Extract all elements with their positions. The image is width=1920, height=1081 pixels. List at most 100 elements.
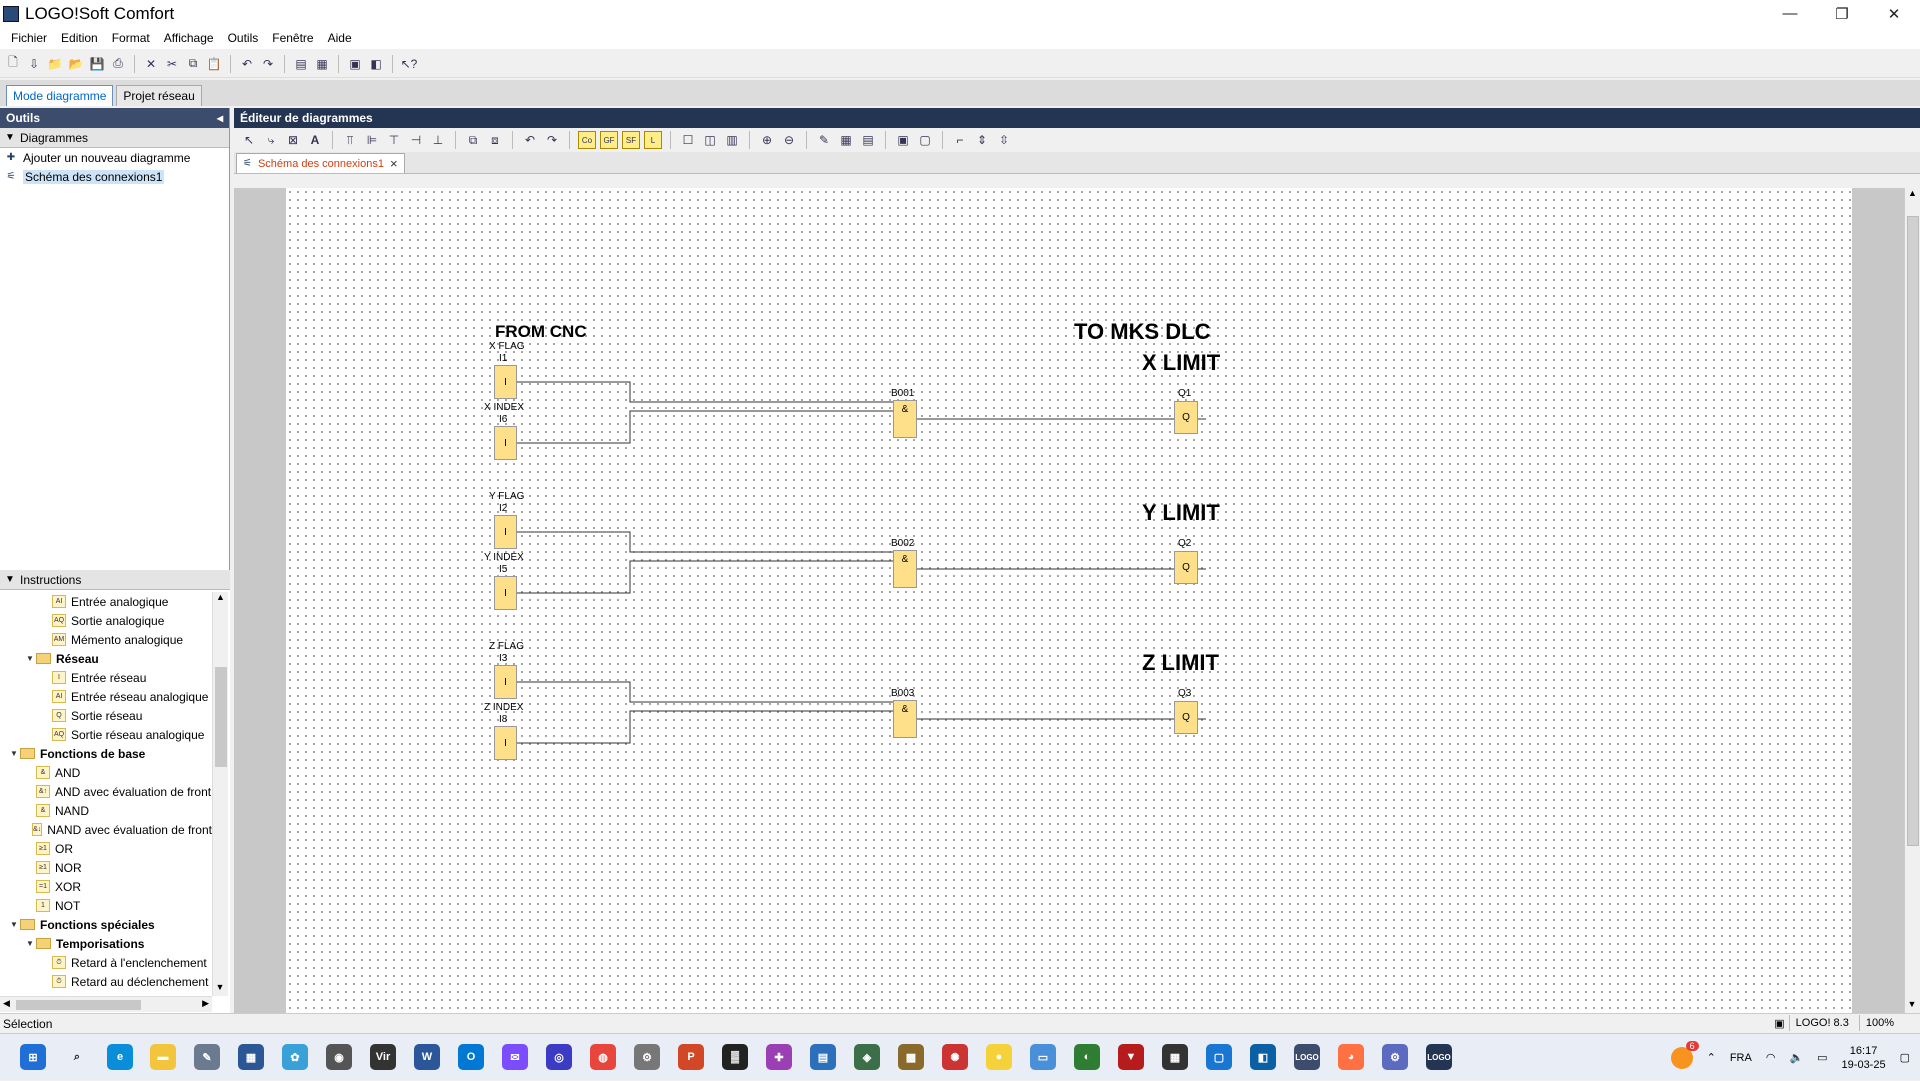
diagrams-section-header[interactable]: ▼ Diagrammes: [0, 128, 229, 148]
wire[interactable]: [517, 710, 893, 744]
redo-icon[interactable]: ↷: [546, 133, 558, 147]
scrollbar-thumb[interactable]: [16, 1000, 141, 1010]
tree-folder[interactable]: ▼Réseau: [0, 649, 212, 668]
align-top-icon[interactable]: ⫪: [346, 132, 354, 147]
instructions-vertical-scrollbar[interactable]: ▲ ▼: [212, 592, 228, 996]
app-icon[interactable]: ◧: [1250, 1044, 1276, 1070]
close-tab-icon[interactable]: ×: [389, 156, 398, 171]
file-explorer-icon[interactable]: ▬: [150, 1044, 176, 1070]
collapse-panel-icon[interactable]: ◂: [216, 111, 223, 125]
input-block[interactable]: I: [494, 515, 517, 549]
expand-arrow-icon[interactable]: ▼: [26, 939, 34, 948]
wire[interactable]: [517, 560, 893, 594]
constants-co-icon[interactable]: Co: [578, 131, 596, 149]
app-icon[interactable]: ▦: [1162, 1044, 1188, 1070]
zoom-out-icon[interactable]: ⊖: [783, 133, 795, 147]
app-icon[interactable]: ✚: [766, 1044, 792, 1070]
connect-tool-icon[interactable]: ⤷: [267, 132, 275, 147]
single-view-icon[interactable]: ☐: [682, 133, 694, 147]
tree-folder[interactable]: ▼Temporisations: [0, 934, 212, 953]
wire[interactable]: [517, 681, 893, 703]
minimize-button[interactable]: —: [1782, 5, 1798, 22]
help-icon[interactable]: ↖?: [400, 56, 418, 71]
expand-arrow-icon[interactable]: ▼: [26, 654, 34, 663]
online-test-icon[interactable]: ▣: [349, 56, 361, 71]
app-icon[interactable]: ▤: [810, 1044, 836, 1070]
input-block[interactable]: I: [494, 665, 517, 699]
basic-functions-gf-icon[interactable]: GF: [600, 131, 618, 149]
align-middle-icon[interactable]: ⊣: [410, 133, 422, 147]
tab-schema-des-connexions1[interactable]: ⚟ Schéma des connexions1 ×: [236, 153, 405, 173]
copy-icon[interactable]: ⧉: [188, 56, 198, 70]
app-icon[interactable]: ▭: [1030, 1044, 1056, 1070]
camera-icon[interactable]: ◉: [326, 1044, 352, 1070]
scroll-up-icon[interactable]: ▲: [216, 592, 225, 602]
output-block[interactable]: Q: [1174, 401, 1198, 434]
input-block[interactable]: I: [494, 426, 517, 460]
tree-folder[interactable]: ▼Fonctions de base: [0, 744, 212, 763]
app-icon[interactable]: ✎: [194, 1044, 220, 1070]
wire[interactable]: [517, 381, 893, 403]
print-icon[interactable]: ⎙: [113, 56, 123, 70]
wifi-icon[interactable]: ◠: [1765, 1052, 1776, 1064]
language-indicator[interactable]: FRA: [1729, 1051, 1752, 1064]
tree-block-item[interactable]: ⏱Retard au déclenchement: [0, 972, 212, 991]
output-block[interactable]: Q: [1174, 551, 1198, 584]
start-icon[interactable]: ⊞: [20, 1044, 46, 1070]
close-button[interactable]: ✕: [1887, 5, 1901, 23]
diagram-item[interactable]: ⚟ Schéma des connexions1: [0, 167, 229, 186]
chrome-icon[interactable]: ◍: [590, 1044, 616, 1070]
tab-projet-reseau[interactable]: Projet réseau: [116, 85, 202, 106]
and-block[interactable]: &: [893, 700, 917, 738]
menu-affichage[interactable]: Affichage: [163, 31, 214, 45]
app-icon[interactable]: ▩: [898, 1044, 924, 1070]
cut-connection-icon[interactable]: ⌐: [956, 133, 964, 147]
tree-folder[interactable]: ▼Fonctions spéciales: [0, 915, 212, 934]
and-block[interactable]: &: [893, 550, 917, 588]
wire[interactable]: [517, 410, 893, 444]
logo-soft-icon[interactable]: LOGO: [1426, 1044, 1452, 1070]
scroll-down-icon[interactable]: ▼: [1907, 999, 1917, 1009]
app-icon[interactable]: Vir: [370, 1044, 396, 1070]
tree-block-item[interactable]: &↓NAND avec évaluation de front: [0, 820, 212, 839]
tree-block-item[interactable]: ⏱Retard à l'enclenchement: [0, 953, 212, 972]
cut-icon[interactable]: ✂: [166, 56, 178, 71]
tree-block-item[interactable]: &NAND: [0, 801, 212, 820]
simulation-icon[interactable]: ◧: [370, 56, 382, 71]
volume-icon[interactable]: 🔈: [1789, 1052, 1804, 1064]
battery-icon[interactable]: ▭: [1817, 1052, 1828, 1064]
scroll-up-icon[interactable]: ▲: [1908, 188, 1917, 198]
app-icon[interactable]: ✺: [942, 1044, 968, 1070]
input-block[interactable]: I: [494, 365, 517, 399]
app-icon[interactable]: ✿: [282, 1044, 308, 1070]
collapse-icon[interactable]: ⇳: [998, 133, 1010, 147]
wire[interactable]: [517, 531, 893, 553]
notification-center-icon[interactable]: ▢: [1899, 1052, 1910, 1064]
messenger-icon[interactable]: ✉: [502, 1044, 528, 1070]
highlight-icon[interactable]: ✎: [818, 133, 830, 147]
split-view-icon[interactable]: ◫: [704, 133, 716, 147]
settings-icon[interactable]: ⚙: [1382, 1044, 1408, 1070]
group-icon[interactable]: ⧉: [468, 132, 478, 147]
word-icon[interactable]: W: [414, 1044, 440, 1070]
align-center-icon[interactable]: ⊤: [388, 133, 400, 147]
instructions-section-header[interactable]: ▼ Instructions: [0, 570, 230, 590]
input-block[interactable]: I: [494, 576, 517, 610]
expand-arrow-icon[interactable]: ▼: [10, 920, 18, 929]
scrollbar-thumb[interactable]: [1907, 216, 1919, 846]
expand-icon[interactable]: ⇕: [976, 133, 988, 147]
chevron-up-icon[interactable]: ⌃: [1706, 1052, 1716, 1064]
outlook-icon[interactable]: O: [458, 1044, 484, 1070]
app-icon[interactable]: ◐: [1074, 1044, 1100, 1070]
ladder-l-icon[interactable]: L: [644, 131, 662, 149]
search-icon[interactable]: ⌕: [73, 1050, 81, 1063]
firefox-icon[interactable]: ◕: [1338, 1044, 1364, 1070]
app-icon[interactable]: ▼: [1118, 1044, 1144, 1070]
